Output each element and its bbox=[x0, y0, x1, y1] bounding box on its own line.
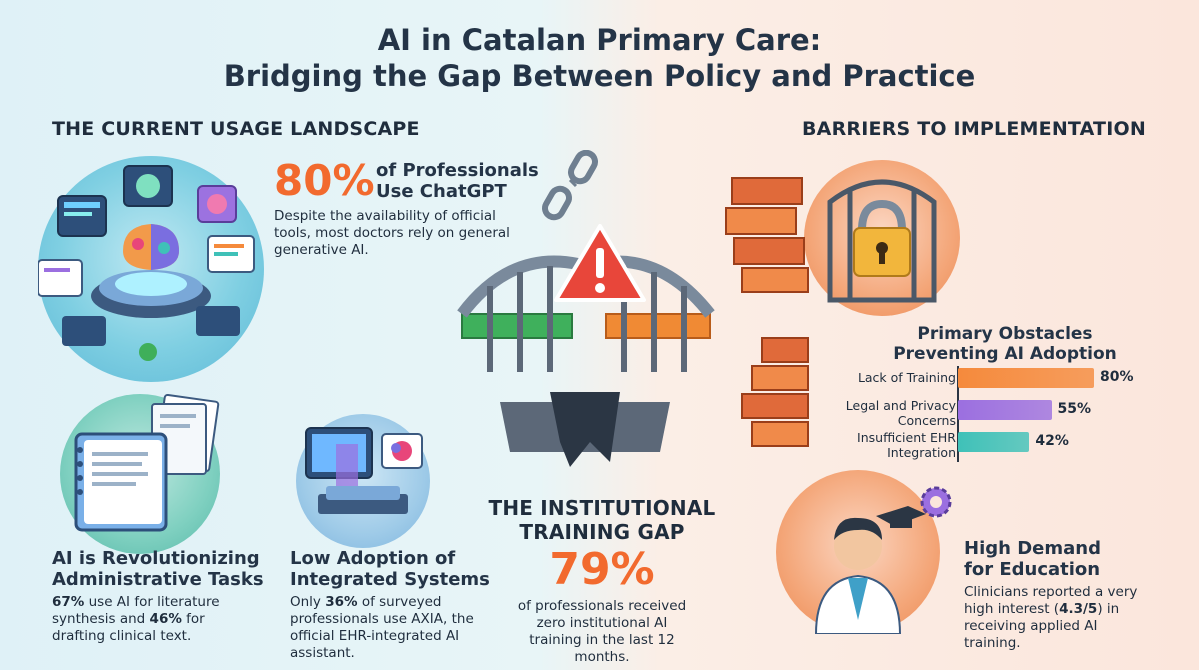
integrated-heading: Low Adoption of Integrated Systems bbox=[290, 548, 500, 590]
integrated-text-2: of surveyed professionals use AXIA, the … bbox=[290, 594, 474, 661]
doctor-graduation-icon bbox=[776, 470, 940, 635]
education-text-2: ) in receiving applied AI training. bbox=[964, 601, 1120, 651]
bar-value-label: 42% bbox=[1035, 433, 1069, 449]
chatgpt-pct: 80% bbox=[274, 156, 375, 205]
notebook-icon bbox=[60, 393, 220, 554]
obstacles-chart-title: Primary Obstacles Preventing AI Adoption bbox=[860, 324, 1150, 364]
training-gap-heading-line-1: THE INSTITUTIONAL bbox=[488, 496, 716, 520]
admin-text-2: for drafting clinical text. bbox=[52, 611, 205, 644]
education-body: Clinicians reported a very high interest… bbox=[964, 584, 1154, 652]
admin-heading-line-2: Administrative Tasks bbox=[52, 569, 264, 590]
broken-chain-icon bbox=[540, 149, 620, 230]
bar-value-label: 55% bbox=[1057, 401, 1092, 417]
usage-landscape-heading: THE CURRENT USAGE LANDSCAPE bbox=[52, 118, 420, 140]
page-title: AI in Catalan Primary Care: Bridging the… bbox=[0, 22, 1199, 94]
integrated-systems-block: Low Adoption of Integrated Systems Only … bbox=[290, 548, 500, 662]
education-heading-line-1: High Demand bbox=[964, 538, 1101, 559]
bar-mark bbox=[958, 432, 1030, 452]
bar-mark bbox=[958, 400, 1052, 420]
chatgpt-body: Despite the availability of official too… bbox=[274, 208, 510, 258]
training-gap-block: THE INSTITUTIONAL TRAINING GAP 79% of pr… bbox=[470, 496, 734, 666]
bar-row: Legal and Privacy Concerns 55% bbox=[816, 398, 1136, 428]
integrated-text-1: Only bbox=[290, 594, 326, 610]
padlock-gate-icon bbox=[804, 160, 960, 316]
admin-pct-2: 46% bbox=[149, 611, 182, 627]
obstacles-title-line-2: Preventing AI Adoption bbox=[893, 344, 1117, 364]
chatgpt-label: of Professionals Use ChatGPT bbox=[376, 160, 539, 202]
admin-text-1: use AI for literature synthesis and bbox=[52, 594, 220, 627]
training-gap-pct: 79% bbox=[549, 544, 655, 595]
integrated-chip-icon bbox=[296, 414, 430, 548]
gear-icon bbox=[916, 482, 956, 522]
chatgpt-label-line-1: of Professionals bbox=[376, 160, 539, 181]
ai-brain-hub-icon bbox=[37, 156, 264, 382]
obstacles-bar-chart: Lack of Training 80% Legal and Privacy Con… bbox=[816, 366, 1166, 462]
warning-triangle-icon bbox=[552, 222, 648, 306]
bar-mark bbox=[958, 368, 1094, 388]
training-gap-heading-line-2: TRAINING GAP bbox=[519, 520, 685, 544]
bar-row: Insufficient EHR Integration 42% bbox=[816, 430, 1136, 460]
education-text-1: Clinicians reported a very high interest… bbox=[964, 584, 1138, 617]
integrated-heading-line-2: Integrated Systems bbox=[290, 569, 490, 590]
bar-category-label: Lack of Training bbox=[857, 370, 956, 385]
admin-tasks-body: 67% use AI for literature synthesis and … bbox=[52, 594, 242, 645]
bar-row: Lack of Training 80% bbox=[816, 366, 1136, 392]
education-heading: High Demand for Education bbox=[964, 538, 1184, 580]
admin-heading-line-1: AI is Revolutionizing bbox=[52, 548, 260, 569]
admin-tasks-block: AI is Revolutionizing Administrative Tas… bbox=[52, 548, 282, 645]
admin-pct-1: 67% bbox=[52, 594, 85, 610]
title-line-1: AI in Catalan Primary Care: bbox=[377, 23, 822, 57]
chatgpt-label-line-2: Use ChatGPT bbox=[376, 181, 507, 202]
training-gap-body: of professionals received zero instituti… bbox=[517, 598, 687, 665]
integrated-body: Only 36% of surveyed professionals use A… bbox=[290, 594, 490, 662]
education-score: 4.3/5 bbox=[1059, 601, 1098, 617]
obstacles-title-line-1: Primary Obstacles bbox=[917, 324, 1093, 344]
chatgpt-stat-block: 80% of Professionals Use ChatGPT Despite… bbox=[274, 158, 574, 259]
education-heading-line-2: for Education bbox=[964, 559, 1101, 580]
bar-value-label: 80% bbox=[1100, 369, 1134, 385]
education-block: High Demand for Education Clinicians rep… bbox=[964, 538, 1184, 652]
integrated-pct: 36% bbox=[325, 594, 358, 610]
admin-tasks-heading: AI is Revolutionizing Administrative Tas… bbox=[52, 548, 282, 590]
barriers-heading: BARRIERS TO IMPLEMENTATION bbox=[802, 118, 1146, 140]
bar-category-label: Legal and Privacy Concerns bbox=[845, 398, 956, 428]
title-line-2: Bridging the Gap Between Policy and Prac… bbox=[223, 59, 976, 93]
integrated-heading-line-1: Low Adoption of bbox=[290, 548, 456, 569]
broken-bridge-icon bbox=[440, 222, 730, 482]
training-gap-heading: THE INSTITUTIONAL TRAINING GAP bbox=[470, 496, 734, 544]
brick-wall-icon bbox=[722, 168, 814, 468]
bar-category-label: Insufficient EHR Integration bbox=[857, 430, 956, 460]
